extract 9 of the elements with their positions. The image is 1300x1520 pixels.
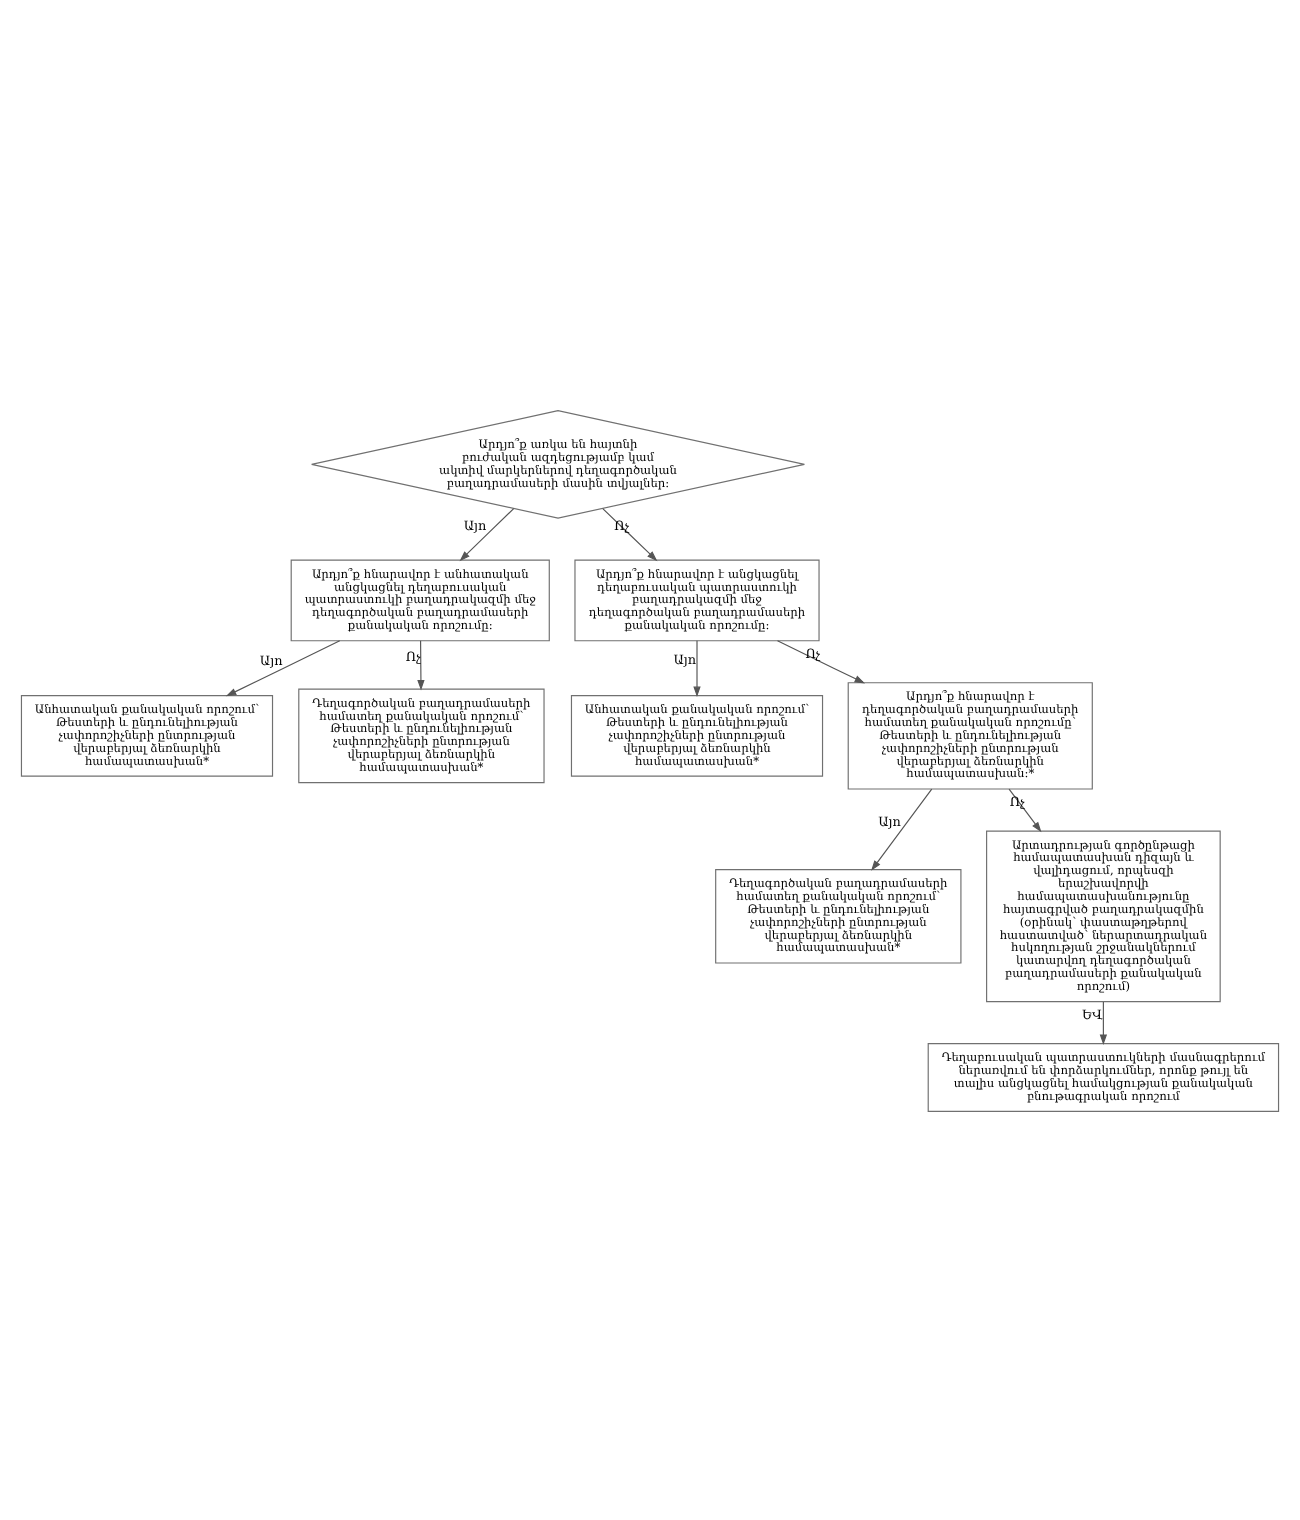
arrow (417, 639, 425, 690)
arrow (1008, 787, 1042, 832)
arrow (693, 639, 701, 697)
arrow (1099, 1000, 1108, 1045)
arrow (776, 639, 866, 683)
arrow (225, 639, 341, 696)
arrow (871, 787, 933, 870)
arrow (459, 507, 515, 561)
arrow (602, 507, 658, 561)
